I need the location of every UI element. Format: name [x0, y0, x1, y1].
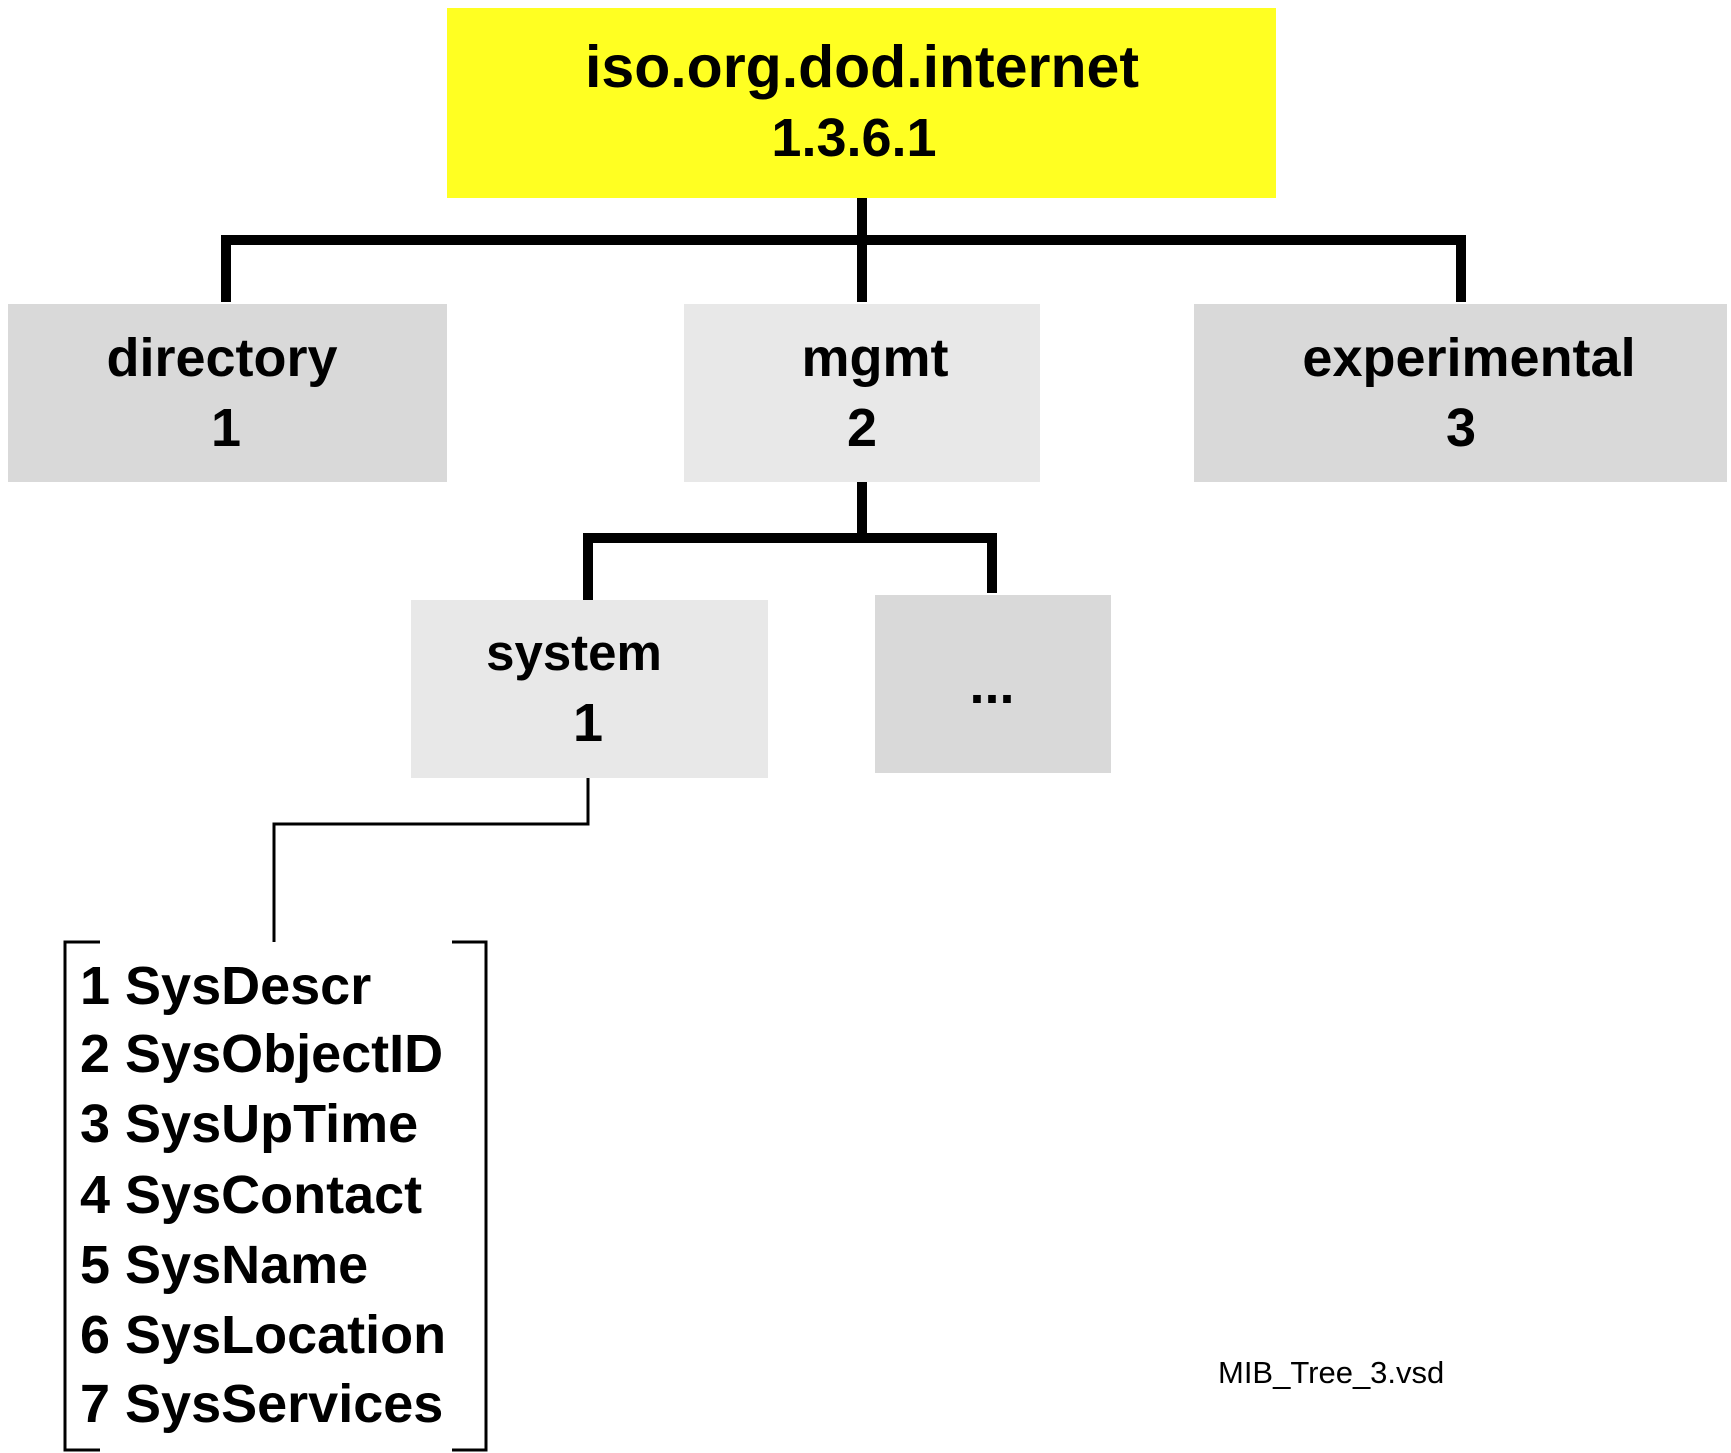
node-root-name: iso.org.dod.internet	[585, 34, 1139, 100]
connector-system-objects	[272, 778, 590, 942]
node-mgmt-name: mgmt	[802, 328, 949, 388]
list-item-syscontact: 4 SysContact	[80, 1165, 422, 1225]
node-directory-name: directory	[106, 328, 337, 388]
file-name-label: MIB_Tree_3.vsd	[1218, 1355, 1444, 1390]
node-more: ...	[875, 595, 1111, 773]
node-more-label: ...	[969, 655, 1014, 715]
node-mgmt-box	[684, 304, 1040, 482]
list-bracket-right	[452, 940, 488, 1452]
list-item-sysuptime: 3 SysUpTime	[80, 1094, 418, 1154]
node-directory-box	[8, 304, 447, 482]
node-system-name: system	[486, 624, 662, 681]
node-system: system 1	[411, 600, 768, 778]
list-item-sysname: 5 SysName	[80, 1235, 368, 1295]
connector-root-children	[221, 198, 1466, 302]
node-mgmt-number: 2	[847, 398, 877, 458]
connectors	[221, 198, 1466, 942]
list-item-syslocation: 6 SysLocation	[80, 1305, 446, 1365]
list-item-sysdescr: 1 SysDescr	[80, 956, 371, 1016]
node-directory: directory 1	[8, 304, 447, 482]
list-bracket-left	[63, 940, 100, 1452]
node-mgmt: mgmt 2	[684, 304, 1040, 482]
node-experimental: experimental 3	[1194, 304, 1727, 482]
node-root: iso.org.dod.internet 1.3.6.1	[447, 8, 1276, 198]
system-objects-list: 1 SysDescr 2 SysObjectID 3 SysUpTime 4 S…	[63, 940, 488, 1452]
node-experimental-box	[1194, 304, 1727, 482]
node-experimental-number: 3	[1446, 398, 1476, 458]
connector-mgmt-children	[583, 482, 997, 600]
node-system-number: 1	[573, 693, 603, 753]
node-more-box	[875, 595, 1111, 773]
node-root-box	[447, 8, 1276, 198]
node-directory-number: 1	[211, 398, 241, 458]
node-experimental-name: experimental	[1302, 328, 1635, 388]
list-item-sysobjectid: 2 SysObjectID	[80, 1024, 443, 1084]
node-root-oid: 1.3.6.1	[771, 108, 936, 168]
node-system-box	[411, 600, 768, 778]
list-item-sysservices: 7 SysServices	[80, 1374, 443, 1434]
